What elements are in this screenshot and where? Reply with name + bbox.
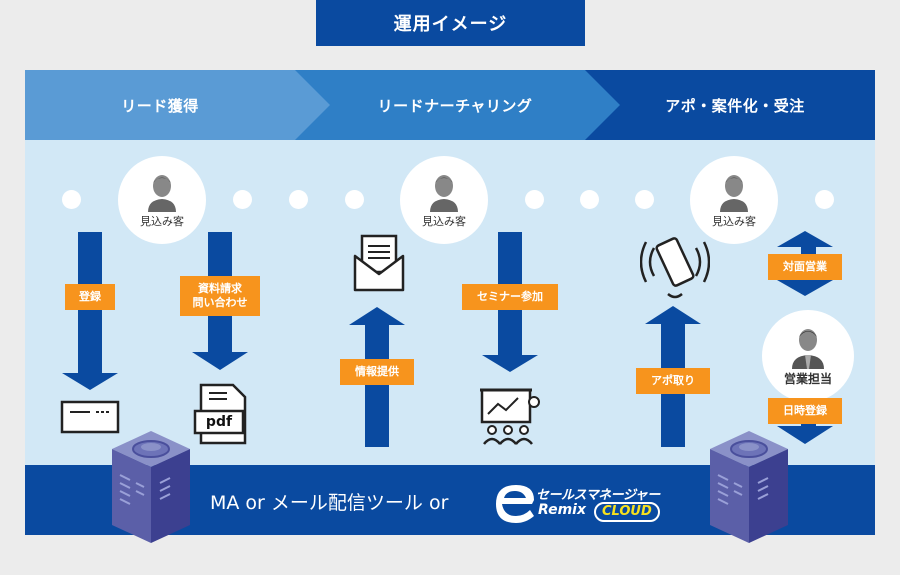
label-appointment: アポ取り [636,368,710,394]
server-icon [710,431,788,543]
person-icon [720,174,748,212]
label-seminar: セミナー参加 [462,284,558,310]
prospect-label: 見込み客 [140,214,184,228]
mail-icon [353,234,405,292]
prospect-1: 見込み客 [118,156,206,244]
prospect-label: 見込み客 [712,214,756,228]
label-register: 登録 [65,284,115,310]
sales-manager-remix-cloud-logo: セールスマネージャー Remix CLOUD [492,482,692,524]
label-face-to-face: 対面営業 [768,254,842,280]
card-icon [60,400,120,434]
timeline-dot [580,190,599,209]
server-icon [112,431,190,543]
sales-person: 営業担当 [762,310,854,402]
timeline-dot [635,190,654,209]
seminar-icon [480,388,540,445]
label-info: 情報提供 [340,359,414,385]
document-icon [193,383,247,445]
logo-line1: セールスマネージャー [536,488,660,503]
phone-ringing-icon [640,237,710,299]
timeline-dot [525,190,544,209]
phase-lead-acquisition: リード獲得 [121,96,199,115]
logo-remix: Remix [538,502,586,518]
phase-2-bg [295,70,620,140]
pdf-text: pdf [205,414,233,430]
prospect-2: 見込み客 [400,156,488,244]
timeline-dot [289,190,308,209]
prospect-label: 見込み客 [422,214,466,228]
salesperson-icon [792,329,824,369]
label-datetime: 日時登録 [768,398,842,424]
label-request: 資料請求 問い合わせ [180,276,260,316]
phase-appointment: アポ・案件化・受注 [665,96,805,115]
timeline-dot [345,190,364,209]
logo-cloud: CLOUD [594,502,660,522]
sales-label: 営業担当 [783,372,832,386]
phase-lead-nurturing: リードナーチャリング [377,96,533,115]
person-icon [148,174,176,212]
e-logo-icon [496,485,534,523]
arrow-double-datetime [777,411,833,444]
pdf-icon: pdf [193,383,251,445]
phase-band [25,70,875,140]
phase-0-bg [25,70,330,140]
phase-1-bg [585,70,875,140]
person-icon [430,174,458,212]
timeline-dot [62,190,81,209]
tool-description: MA or メール配信ツール or [210,491,449,514]
page-title: 運用イメージ [316,0,585,46]
arrow-down-register [62,232,118,390]
prospect-3: 見込み客 [690,156,778,244]
timeline-dot [233,190,252,209]
timeline-dot [815,190,834,209]
